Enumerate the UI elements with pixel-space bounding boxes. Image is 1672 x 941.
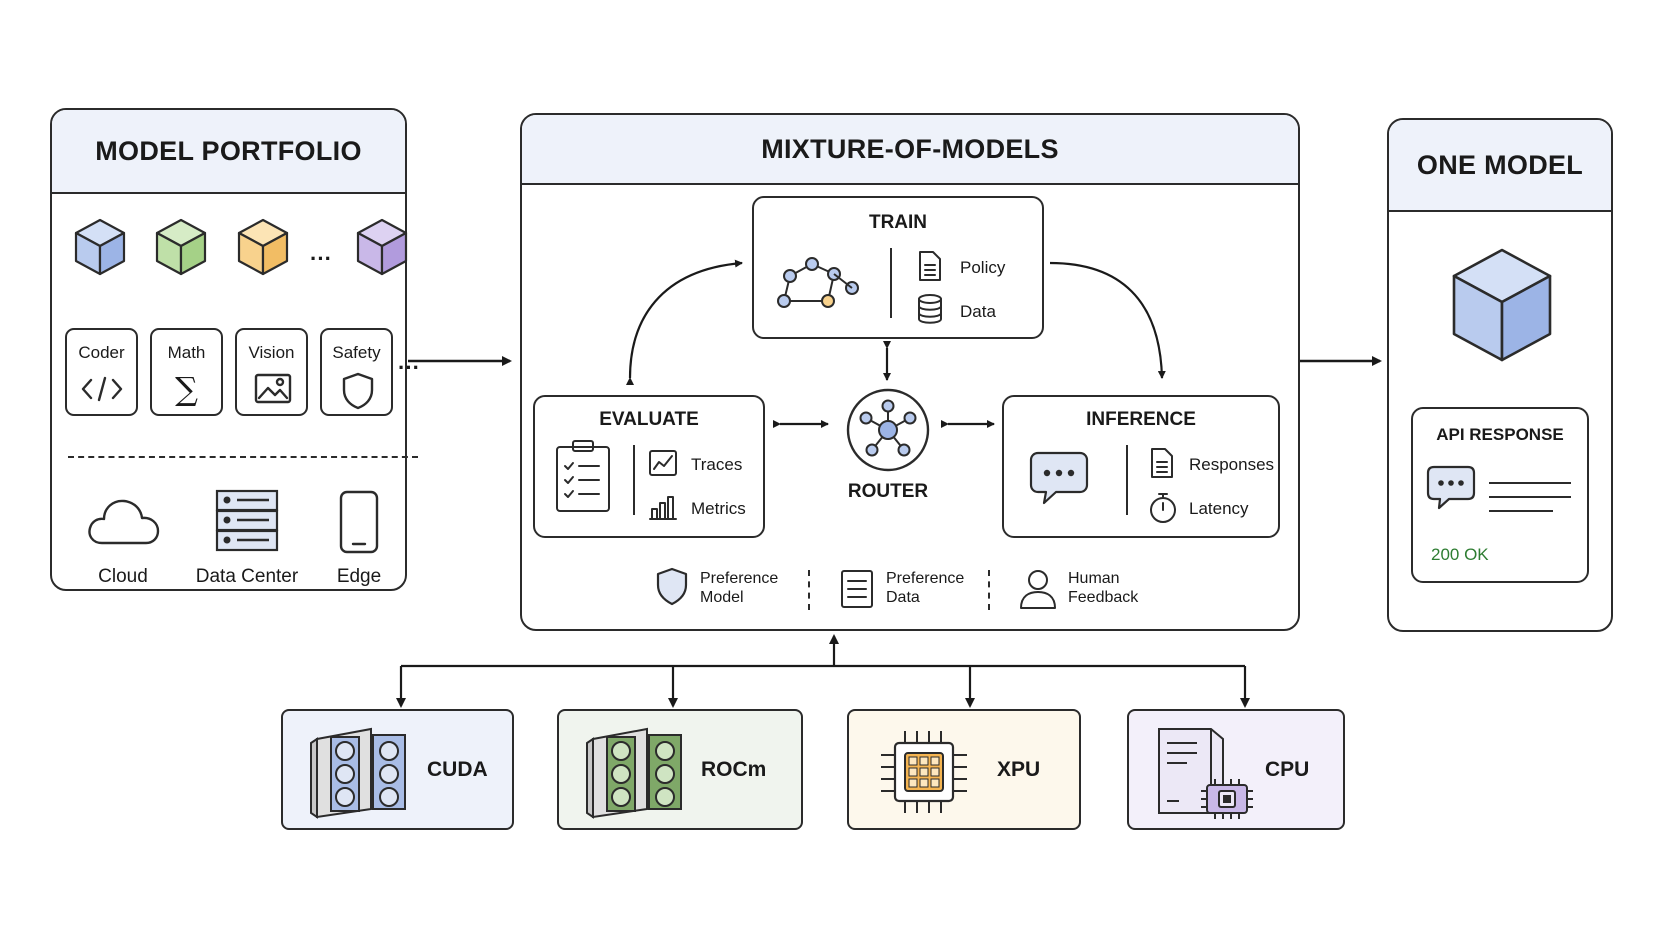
evaluate-item-metrics: Metrics — [691, 499, 746, 518]
evaluate-item-traces: Traces — [691, 455, 743, 474]
mixture-of-models-panel: MIXTURE-OF-MODELS — [520, 113, 1300, 631]
person-icon — [1020, 570, 1056, 609]
model-portfolio-title: MODEL PORTFOLIO — [95, 135, 362, 166]
skill-card-vision[interactable]: Vision — [235, 328, 308, 416]
hardware-cuda[interactable]: CUDA — [281, 709, 514, 830]
hardware-label-rocm: ROCm — [701, 758, 767, 781]
document-icon — [1151, 448, 1173, 478]
skill-label-vision: Vision — [248, 343, 295, 362]
cube-icon-green — [155, 218, 207, 276]
shield-icon — [342, 372, 374, 410]
evaluate-card[interactable]: EVALUATE Traces Metrics — [533, 395, 765, 538]
gpu-server-icon — [310, 727, 406, 819]
arrow-train-to-inference — [1049, 261, 1166, 379]
deploy-label-edge: Edge — [336, 566, 382, 587]
hardware-label-cpu: CPU — [1265, 758, 1310, 781]
gpu-server-icon — [586, 727, 682, 819]
footer-preference-model-line1: Preference — [700, 570, 779, 587]
document-icon — [841, 570, 873, 608]
inference-card[interactable]: INFERENCE Responses Latency — [1002, 395, 1280, 538]
evaluate-title: EVALUATE — [599, 409, 699, 430]
model-portfolio-header: MODEL PORTFOLIO — [52, 110, 405, 194]
skill-card-math[interactable]: Math ∑ — [150, 328, 223, 416]
footer-human-feedback-line2: Feedback — [1068, 589, 1139, 606]
footer-divider-2 — [988, 570, 990, 610]
skill-card-safety[interactable]: Safety — [320, 328, 393, 416]
train-item-data: Data — [960, 302, 996, 321]
sigma-icon: ∑ — [175, 370, 198, 408]
hardware-cpu[interactable]: CPU — [1127, 709, 1345, 830]
checklist-icon — [556, 440, 610, 512]
footer-preference-data-line1: Preference — [886, 570, 965, 587]
mixture-of-models-header: MIXTURE-OF-MODELS — [522, 115, 1298, 185]
cube-icon-blue — [74, 218, 126, 276]
line-chart-icon — [649, 450, 677, 476]
document-icon — [919, 251, 941, 281]
policy-graph-icon — [777, 257, 859, 308]
skill-label-math: Math — [167, 343, 206, 362]
inference-item-latency: Latency — [1189, 499, 1249, 518]
footer-divider-1 — [808, 570, 810, 610]
phone-icon — [339, 490, 379, 554]
skill-card-coder[interactable]: Coder — [65, 328, 138, 416]
skill-label-coder: Coder — [78, 343, 125, 362]
api-response-title: API RESPONSE — [1436, 425, 1564, 444]
shield-icon — [656, 567, 688, 606]
inference-title: INFERENCE — [1086, 409, 1196, 430]
inference-item-responses: Responses — [1189, 455, 1275, 474]
api-status: 200 OK — [1431, 545, 1489, 564]
cubes-ellipsis: ··· — [310, 246, 332, 271]
hardware-xpu[interactable]: XPU — [847, 709, 1081, 830]
deploy-label-data-center: Data Center — [195, 566, 299, 587]
code-icon — [81, 376, 123, 402]
skill-label-safety: Safety — [332, 343, 381, 362]
inference-divider — [1126, 445, 1128, 515]
cloud-icon — [88, 499, 160, 545]
chat-bubble-icon — [1426, 465, 1476, 510]
train-item-policy: Policy — [960, 258, 1006, 277]
response-text-lines — [1489, 482, 1571, 512]
hardware-label-cuda: CUDA — [427, 758, 488, 781]
arrow-evaluate-to-train — [625, 259, 743, 386]
footer-preference-data-line2: Data — [886, 589, 920, 606]
hardware-label-xpu: XPU — [997, 758, 1041, 781]
server-rack-icon — [215, 489, 279, 552]
deploy-label-cloud: Cloud — [98, 566, 148, 587]
router-title: ROUTER — [847, 481, 929, 502]
stopwatch-icon — [1150, 493, 1176, 523]
evaluate-divider — [633, 445, 635, 515]
chip-icon — [881, 731, 967, 813]
one-model-title: ONE MODEL — [1416, 149, 1584, 180]
footer-human-feedback-line1: Human — [1068, 570, 1120, 587]
train-title: TRAIN — [868, 212, 928, 233]
mixture-of-models-title: MIXTURE-OF-MODELS — [761, 133, 1059, 164]
router-icon[interactable] — [846, 388, 930, 472]
image-icon — [254, 373, 292, 404]
chat-bubble-icon — [1029, 451, 1089, 505]
train-card[interactable]: TRAIN Policy Data — [752, 196, 1044, 339]
hardware-rocm[interactable]: ROCm — [557, 709, 803, 830]
cube-icon-orange — [237, 218, 289, 276]
cube-icon-purple — [356, 218, 408, 276]
api-response-card[interactable]: API RESPONSE 200 OK — [1411, 407, 1589, 583]
train-divider — [890, 248, 892, 318]
database-icon — [918, 294, 942, 324]
footer-preference-model-line2: Model — [700, 589, 744, 606]
cube-icon — [1452, 248, 1552, 362]
cpu-tower-icon — [1158, 728, 1253, 819]
one-model-header: ONE MODEL — [1389, 120, 1611, 212]
portfolio-divider — [68, 456, 418, 458]
bar-chart-icon — [649, 496, 677, 520]
